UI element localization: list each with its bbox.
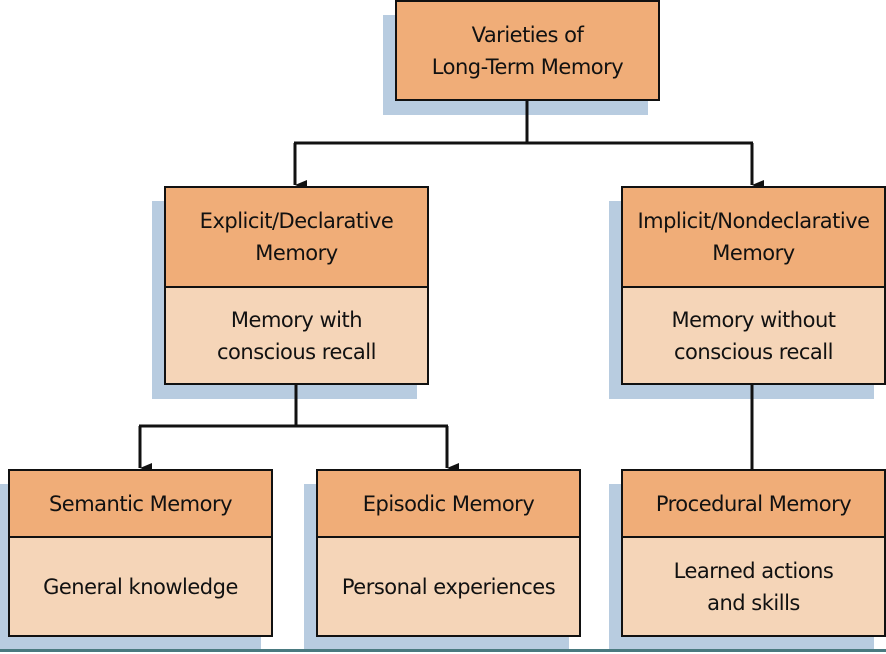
explicit-title-2: Memory — [255, 241, 338, 265]
procedural-title: Procedural Memory — [655, 491, 852, 516]
procedural-desc-2: and skills — [707, 590, 800, 615]
episodic-desc: Personal experiences — [341, 574, 556, 599]
episodic-node: Episodic Memory Personal experiences — [316, 469, 581, 637]
implicit-desc-2: conscious recall — [674, 339, 833, 364]
explicit-desc-1: Memory with — [230, 307, 363, 332]
episodic-title: Episodic Memory — [362, 491, 535, 516]
implicit-title-1: Implicit/Nondeclarative — [637, 209, 870, 233]
procedural-node: Procedural Memory Learned actions and ski… — [621, 469, 886, 637]
implicit-title-2: Memory — [712, 241, 795, 265]
implicit-desc-1: Memory without — [671, 307, 836, 332]
explicit-title-1: Explicit/Declarative — [199, 209, 394, 233]
root-title-1: Varieties of — [471, 22, 584, 47]
semantic-desc: General knowledge — [43, 574, 238, 599]
explicit-desc-2: conscious recall — [217, 339, 376, 364]
semantic-node: Semantic Memory General knowledge — [8, 469, 273, 637]
root-node: Varieties of Long-Term Memory — [395, 0, 660, 101]
semantic-title: Semantic Memory — [48, 491, 233, 516]
bottom-rule — [0, 649, 886, 652]
root-title-2: Long-Term Memory — [431, 54, 624, 79]
procedural-desc-1: Learned actions — [673, 558, 834, 583]
